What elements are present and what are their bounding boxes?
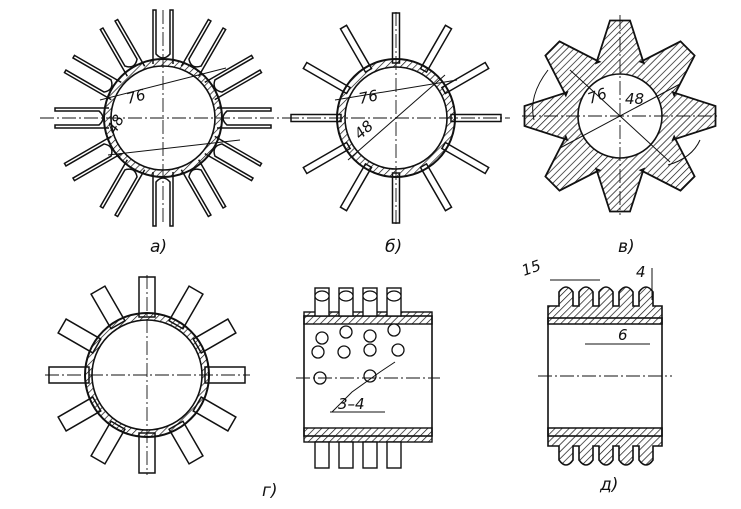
figure-v-label: в)	[618, 237, 635, 257]
figure-g-side-wall-bottom	[303, 427, 433, 443]
figure-g-side-pin-bottom	[338, 441, 354, 469]
figure-g-side-pin-bottom	[362, 441, 378, 469]
figure-g-side-pin-head	[314, 290, 330, 302]
figure-b-fin	[339, 162, 373, 212]
figure-g-side-leader	[331, 361, 396, 413]
figure-g-side-pin-bottom	[314, 441, 330, 469]
figure-v-dim-line-inner	[569, 69, 671, 163]
figure-g	[45, 275, 250, 475]
figure-b-fin	[302, 141, 352, 175]
figure-a: 76 48 а)	[40, 9, 285, 257]
figure-b-label: б)	[385, 237, 402, 257]
figure-d-dim-top-right: 4	[636, 263, 646, 281]
figure-b-dim-line-outer	[334, 79, 458, 101]
figure-v-dim-outer: 76	[585, 84, 609, 107]
figure-g-label: г)	[262, 481, 278, 501]
figure-d-bottom-wall	[547, 427, 663, 466]
figure-g-side-stud-hole	[339, 325, 353, 339]
figure-v-dim-arc-right	[667, 139, 701, 166]
figure-b-fin	[419, 24, 453, 74]
figure-v-dim-inner: 48	[625, 90, 644, 108]
figure-d-body	[547, 317, 663, 437]
figure-v: 76 48 в)	[522, 15, 720, 257]
figure-g-side-stud-hole	[363, 329, 377, 343]
figure-g-side-dim: 3–4	[338, 395, 365, 413]
figure-d-dim-top-left: 15	[519, 256, 543, 279]
figure-a-dim-line-outer	[99, 67, 227, 101]
figure-g-side-pin-head	[362, 290, 378, 302]
figure-a-dim-outer: 76	[124, 86, 147, 108]
figure-b-fin	[440, 141, 490, 175]
figure-b-dim-line-inner	[347, 74, 446, 161]
figure-g-side-stud-hole	[387, 323, 401, 337]
figure-g-side-stud-hole	[311, 345, 325, 359]
figure-d-top-wall	[547, 286, 663, 325]
figure-g-side-stud-hole	[315, 331, 329, 345]
figure-d-dim-mid: 6	[618, 326, 628, 344]
figure-b-fin	[419, 162, 453, 212]
figure-b-fin	[339, 24, 373, 74]
figure-a-dim-line-inner	[107, 139, 241, 156]
figure-g-side-pin-head	[338, 290, 354, 302]
figure-g-side-stud-hole	[363, 369, 377, 383]
figure-b-fin	[440, 61, 490, 95]
figure-g-side-pin-head	[386, 290, 402, 302]
figure-b: 76 48 б)	[285, 12, 510, 257]
figure-g-side-pins	[311, 287, 405, 469]
figure-g-side-pin-bottom	[386, 441, 402, 469]
figure-g-side-stud-hole	[391, 343, 405, 357]
figure-b-dim-outer: 76	[357, 86, 379, 108]
figure-a-label: а)	[150, 237, 167, 257]
figure-d-label: д)	[599, 475, 618, 495]
figure-d: 15 4 6 д)	[519, 256, 672, 495]
figure-b-fin	[302, 61, 352, 95]
figure-g-side: 3–4 г)	[262, 287, 440, 501]
figure-g-side-stud-hole	[337, 345, 351, 359]
figure-g-side-stud-hole	[363, 343, 377, 357]
figure-v-dim-arc-left	[532, 69, 549, 121]
